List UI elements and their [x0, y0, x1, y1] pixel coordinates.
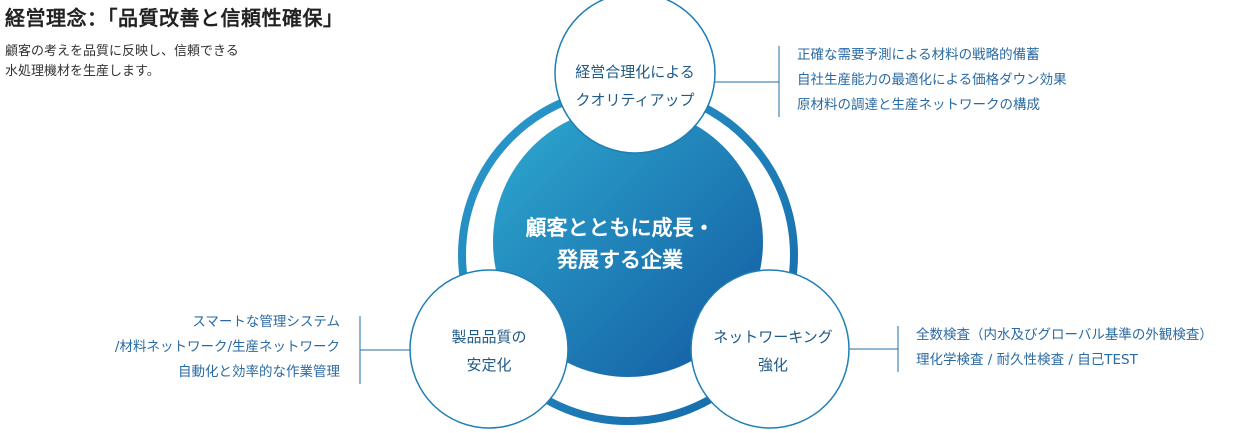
node-label-line: クオリティアップ	[575, 91, 695, 109]
description-line: 顧客の考えを品質に反映し、信頼できる	[5, 44, 239, 59]
center-label-line: 顧客とともに成長・	[525, 216, 715, 240]
page-description: 顧客の考えを品質に反映し、信頼できる 水処理機材を生産します。	[5, 42, 305, 82]
node-label-top: 経営合理化による クオリティアップ	[560, 58, 710, 114]
description-line: 水処理機材を生産します。	[5, 64, 160, 79]
bullet-list-left: スマートな管理システム /材料ネットワーク/生産ネットワーク 自動化と効率的な作…	[115, 310, 340, 385]
node-label-line: 製品品質の	[451, 328, 527, 346]
bullet-item: 理化学検査 / 耐久性検査 / 自己TEST	[916, 352, 1138, 368]
bullet-item: 全数検査（内水及びグローバル基準の外観検査）	[916, 327, 1213, 343]
node-label-line: 経営合理化による	[575, 63, 695, 81]
bullet-item: 自動化と効率的な作業管理	[178, 364, 340, 380]
node-circle-right	[690, 269, 850, 429]
node-label-line: 強化	[757, 356, 788, 374]
center-label: 顧客とともに成長・ 発展する企業	[495, 212, 745, 276]
bullet-list-right: 全数検査（内水及びグローバル基準の外観検査） 理化学検査 / 耐久性検査 / 自…	[916, 323, 1213, 373]
node-label-line: ネットワーキング	[713, 328, 833, 346]
bullet-item: スマートな管理システム	[192, 314, 340, 330]
node-circle-left	[409, 269, 569, 429]
page-title: 経営理念：「品質改善と信頼性確保」	[5, 6, 344, 30]
node-label-right: ネットワーキング 強化	[693, 323, 853, 379]
center-label-line: 発展する企業	[557, 248, 683, 272]
bullet-list-top: 正確な需要予測による材料の戦略的備蓄 自社生産能力の最適化による価格ダウン効果 …	[797, 43, 1067, 118]
bullet-item: 原材料の調達と生産ネットワークの構成	[797, 97, 1040, 113]
node-circle-top	[554, 0, 716, 154]
bullet-item: /材料ネットワーク/生産ネットワーク	[114, 339, 340, 355]
node-label-line: 安定化	[466, 356, 512, 374]
node-label-left: 製品品質の 安定化	[414, 323, 564, 379]
bullet-item: 正確な需要予測による材料の戦略的備蓄	[797, 47, 1040, 63]
center-circle	[493, 107, 763, 377]
bullet-item: 自社生産能力の最適化による価格ダウン効果	[797, 72, 1067, 88]
